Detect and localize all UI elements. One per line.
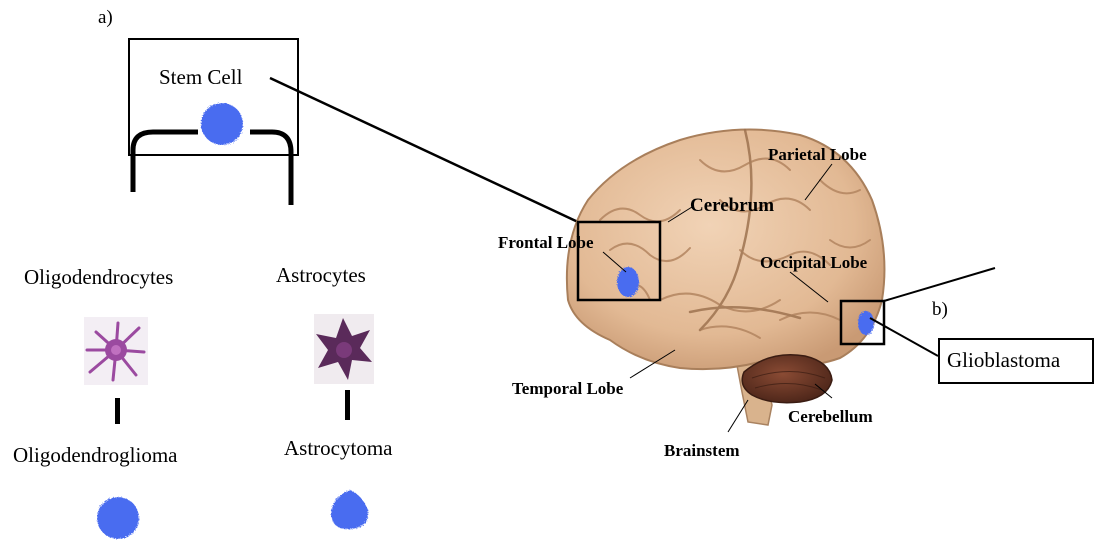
cerebellum-label: Cerebellum <box>788 408 873 425</box>
panel-b-label: b) <box>932 300 948 319</box>
frontal-lobe-label: Frontal Lobe <box>498 234 594 251</box>
cerebrum-label: Cerebrum <box>690 196 774 215</box>
stem-to-frontal-line <box>270 78 578 222</box>
parietal-lobe-label: Parietal Lobe <box>768 146 867 163</box>
temporal-lobe-label: Temporal Lobe <box>512 380 623 397</box>
occipital-to-b-line <box>884 268 995 301</box>
astrocyte-icon <box>314 314 374 384</box>
glioblastoma-label: Glioblastoma <box>947 350 1060 371</box>
astrocytoma-label: Astrocytoma <box>284 438 392 459</box>
brainstem-leader <box>728 400 748 432</box>
panel-a-label: a) <box>98 8 113 27</box>
oligodendrocytes-label: Oligodendrocytes <box>24 267 173 288</box>
tumor-to-glioblastoma-line <box>870 318 938 356</box>
oligo-connector <box>115 398 120 424</box>
cerebrum-shape <box>567 130 885 370</box>
oligodendroglioma-label: Oligodendroglioma <box>13 445 177 466</box>
astrocytoma-blob <box>331 490 368 529</box>
oligodendroglioma-blob <box>97 497 139 539</box>
occipital-tumor-blob <box>858 311 874 335</box>
frontal-tumor-blob <box>617 267 639 297</box>
occipital-lobe-label: Occipital Lobe <box>760 254 867 271</box>
brainstem-label: Brainstem <box>664 442 740 459</box>
astrocytes-label: Astrocytes <box>276 265 366 286</box>
astro-connector <box>345 390 350 420</box>
stem-cell-label: Stem Cell <box>159 67 242 88</box>
stem-cell-box <box>128 38 299 156</box>
oligodendrocyte-icon <box>84 317 148 385</box>
